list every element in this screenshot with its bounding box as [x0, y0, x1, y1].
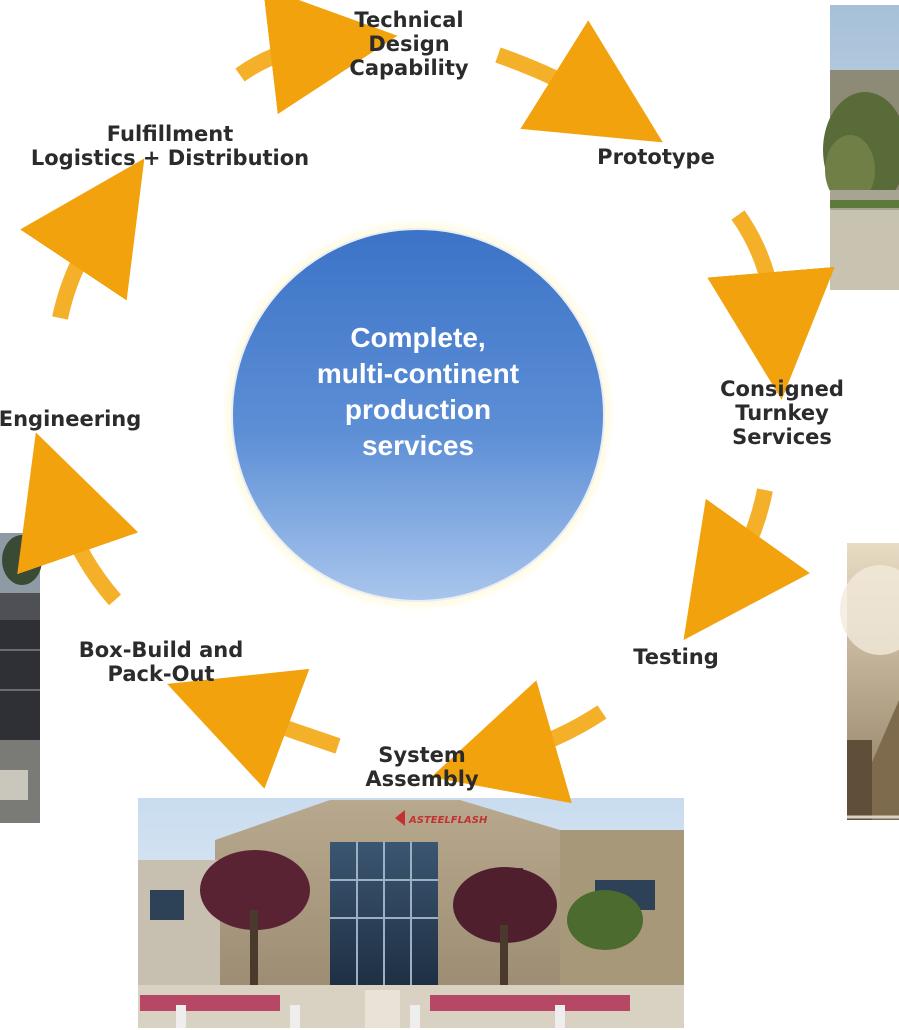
stage-label-consigned-turnkey: Consigned Turnkey Services [720, 377, 844, 449]
arrow-engineering-to-fulfillment [20, 158, 145, 320]
building-photo-left [0, 533, 42, 823]
arrow-consigned-to-testing [683, 488, 810, 641]
arrow-prototype-to-consigned [707, 210, 835, 400]
cycle-arrows [17, 0, 835, 804]
building-photo-bottom: ASTEELFLASH [138, 798, 684, 1028]
stage-label-fulfillment: Fulfillment Logistics + Distribution [30, 122, 310, 170]
arrow-fulfillment-to-design [235, 0, 398, 115]
stage-label-engineering: Engineering [0, 407, 142, 431]
stage-label-box-build: Box-Build and Pack-Out [78, 638, 244, 686]
stage-label-system-assembly: System Assembly [365, 743, 479, 791]
stage-label-technical-design: Technical Design Capability [349, 8, 469, 80]
stage-label-testing: Testing [633, 645, 719, 669]
building-sign-text: ASTEELFLASH [408, 815, 488, 826]
arrow-assembly-to-boxbuild [167, 668, 341, 789]
stage-label-prototype: Prototype [597, 145, 715, 169]
arrow-testing-to-assembly [431, 680, 607, 804]
arrow-boxbuild-to-engineering [17, 432, 139, 606]
building-photo-top-right [823, 5, 899, 290]
center-circle [221, 218, 615, 612]
lobby-photo-right [840, 543, 899, 820]
asteelflash-logo-mark [395, 810, 405, 826]
center-title: Complete, multi-continent production ser… [316, 322, 520, 461]
arrow-design-to-prototype [495, 20, 663, 143]
